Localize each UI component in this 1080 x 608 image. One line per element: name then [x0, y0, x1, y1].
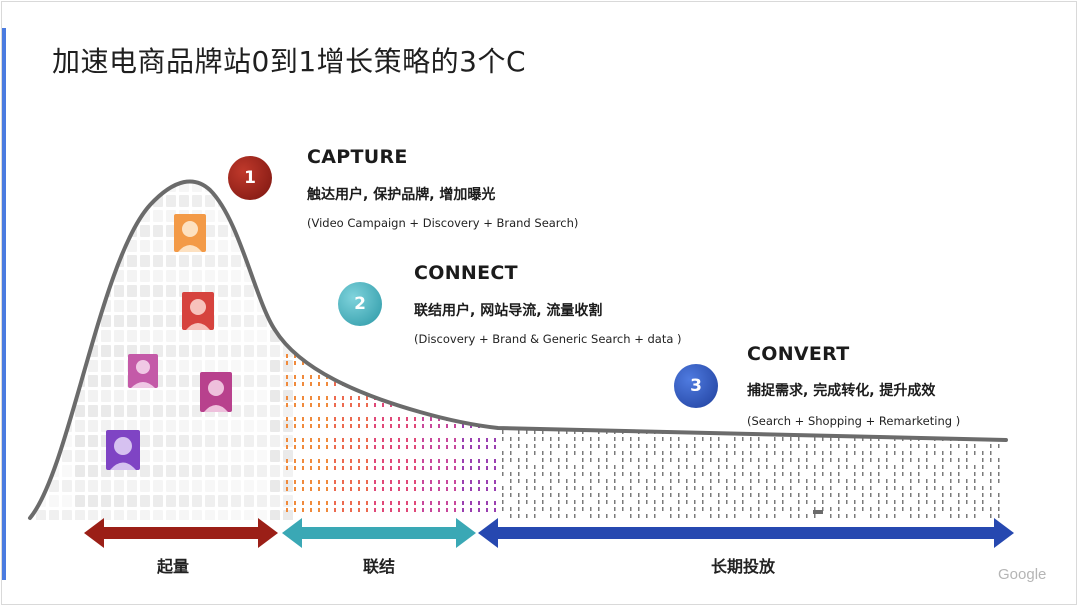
audience-mosaic — [36, 181, 293, 520]
face-avatar — [128, 354, 158, 388]
face-avatar — [200, 372, 232, 412]
funnel-curve — [28, 179, 1008, 520]
step-3-badge: 3 — [674, 364, 718, 408]
left-accent-bar — [2, 28, 6, 580]
phase-3-description: 捕捉需求, 完成转化, 提升成效 — [747, 383, 936, 399]
phase-2-name: CONNECT — [414, 262, 518, 284]
phase-1-channels: (Video Campaign + Discovery + Brand Sear… — [307, 216, 579, 230]
arrow-label-capture: 起量 — [157, 557, 190, 576]
convert-dot-stream — [502, 430, 1000, 518]
slide-title: 加速电商品牌站0到1增长策略的3个C — [52, 45, 526, 78]
face-avatar — [182, 292, 214, 330]
face-avatar — [106, 430, 140, 470]
convert-marker — [813, 510, 823, 514]
face-avatar — [174, 214, 206, 252]
step-2-badge: 2 — [338, 282, 382, 326]
step-1-badge: 1 — [228, 156, 272, 200]
arrow-capture — [84, 518, 278, 548]
phase-2-description: 联结用户, 网站导流, 流量收割 — [414, 303, 603, 319]
phase-1-name: CAPTURE — [307, 146, 408, 168]
connect-dot-stream — [286, 340, 496, 512]
phase-2-channels: (Discovery + Brand & Generic Search + da… — [414, 332, 682, 346]
phase-3-channels: (Search + Shopping + Remarketing ) — [747, 414, 961, 428]
arrow-label-connect: 联结 — [363, 557, 396, 576]
arrow-connect — [282, 518, 476, 548]
arrow-label-convert: 长期投放 — [711, 557, 776, 576]
featured-faces — [106, 214, 232, 470]
phase-1-description: 触达用户, 保护品牌, 增加曝光 — [307, 187, 496, 203]
arrow-convert — [478, 518, 1014, 548]
google-logo: Google — [998, 566, 1047, 583]
phase-3-name: CONVERT — [747, 343, 850, 365]
